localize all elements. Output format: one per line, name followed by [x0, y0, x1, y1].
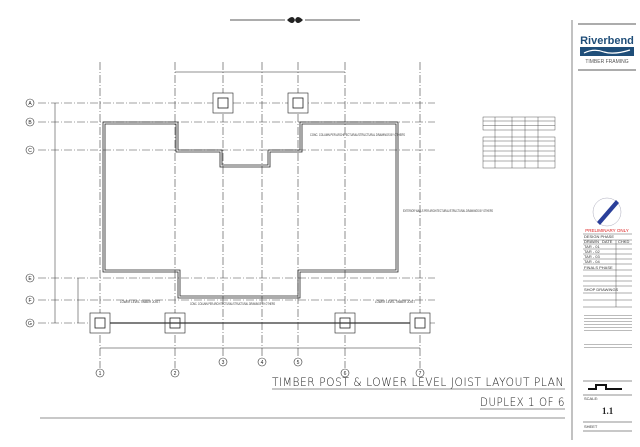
svg-text:SHOP DRAWINGS: SHOP DRAWINGS: [584, 287, 619, 292]
svg-text:E: E: [28, 276, 32, 282]
svg-text:4: 4: [261, 360, 264, 366]
drawing-title: TIMBER POST & LOWER LEVEL JOIST LAYOUT P…: [272, 375, 564, 389]
svg-text:FINALS PHASE: FINALS PHASE: [584, 265, 613, 270]
svg-text:A: A: [28, 101, 32, 107]
grid-bubble-1: 1: [95, 368, 105, 378]
svg-text:TAR - 02: TAR - 02: [584, 249, 600, 254]
building-outline: [102, 121, 399, 299]
wall-note: EXTERIOR WALLS PER ARCHITECTURAL/STRUCTU…: [403, 208, 493, 213]
grid-bubble-5: 5: [293, 357, 303, 367]
svg-text:CHKD: CHKD: [618, 239, 629, 244]
joist-note: LOWER LEVEL TIMBER JOIST: [120, 299, 160, 304]
post: [409, 312, 431, 334]
grid-bubble-c: C: [25, 145, 35, 155]
svg-text:6: 6: [344, 371, 347, 377]
post: [89, 312, 111, 334]
logo: Riverbend TIMBER FRAMING: [580, 35, 634, 65]
scale-bar-icon: [588, 384, 622, 390]
svg-text:F: F: [28, 298, 31, 304]
post: [212, 92, 234, 114]
svg-text:DRAWN: DRAWN: [584, 239, 599, 244]
grid-bubble-b: B: [25, 117, 35, 127]
svg-text:C: C: [28, 148, 32, 154]
svg-text:TAR - 01: TAR - 01: [584, 244, 600, 249]
grid-bubble-e: E: [25, 273, 35, 283]
svg-text:TAR - 03: TAR - 03: [584, 254, 600, 259]
grid-bubble-3: 3: [218, 357, 228, 367]
svg-text:5: 5: [297, 360, 300, 366]
grid-bubble-f: F: [25, 295, 35, 305]
svg-text:DESIGN PHASE: DESIGN PHASE: [584, 234, 614, 239]
grid-bubble-2: 2: [170, 368, 180, 378]
stamp-text: PRELIMINARY ONLY: [585, 228, 629, 233]
sheet-label: SHEET: [584, 424, 598, 429]
svg-text:G: G: [28, 321, 32, 327]
ornament-icon: [230, 17, 360, 23]
joist-note: LOWER LEVEL TIMBER JOIST: [375, 299, 415, 304]
post-note: CONC. COLUMN PER ARCHITECTURAL/STRUCTURA…: [190, 301, 275, 306]
post-schedule-table: [482, 116, 556, 169]
svg-text:B: B: [28, 120, 32, 126]
post-note: CONC. COLUMN PER ARCHITECTURAL/STRUCTURA…: [310, 132, 405, 137]
grid-bubble-a: A: [25, 98, 35, 108]
sheet-number: 1.1: [602, 406, 614, 416]
grid-bubble-6: 6: [340, 368, 350, 378]
svg-text:1: 1: [99, 371, 102, 377]
timber-posts: [89, 92, 431, 334]
grid-bubble-4: 4: [257, 357, 267, 367]
svg-text:TAR - 04: TAR - 04: [584, 259, 600, 264]
grid-row-labels: A B C E F G: [25, 98, 35, 328]
svg-text:7: 7: [419, 371, 422, 377]
post: [287, 92, 309, 114]
drawing-subtitle: DUPLEX 1 OF 6: [480, 395, 565, 409]
logo-sub: TIMBER FRAMING: [585, 59, 628, 65]
grid-bubble-7: 7: [415, 368, 425, 378]
svg-text:3: 3: [222, 360, 225, 366]
titleblock: PRELIMINARY ONLY DESIGN PHASE DRAWN DATE…: [583, 197, 632, 432]
svg-text:2: 2: [174, 371, 177, 377]
logo-name: Riverbend: [580, 35, 634, 47]
scale-label: SCALE:: [584, 396, 598, 401]
svg-text:DATE: DATE: [602, 239, 613, 244]
engineer-seal-icon: [592, 197, 622, 227]
grid-column-labels: 1 2 3 4 5 6 7: [95, 357, 425, 378]
dimension-lines: [54, 71, 420, 349]
notes: CONC. COLUMN PER ARCHITECTURAL/STRUCTURA…: [120, 132, 493, 306]
grid-bubble-g: G: [25, 318, 35, 328]
